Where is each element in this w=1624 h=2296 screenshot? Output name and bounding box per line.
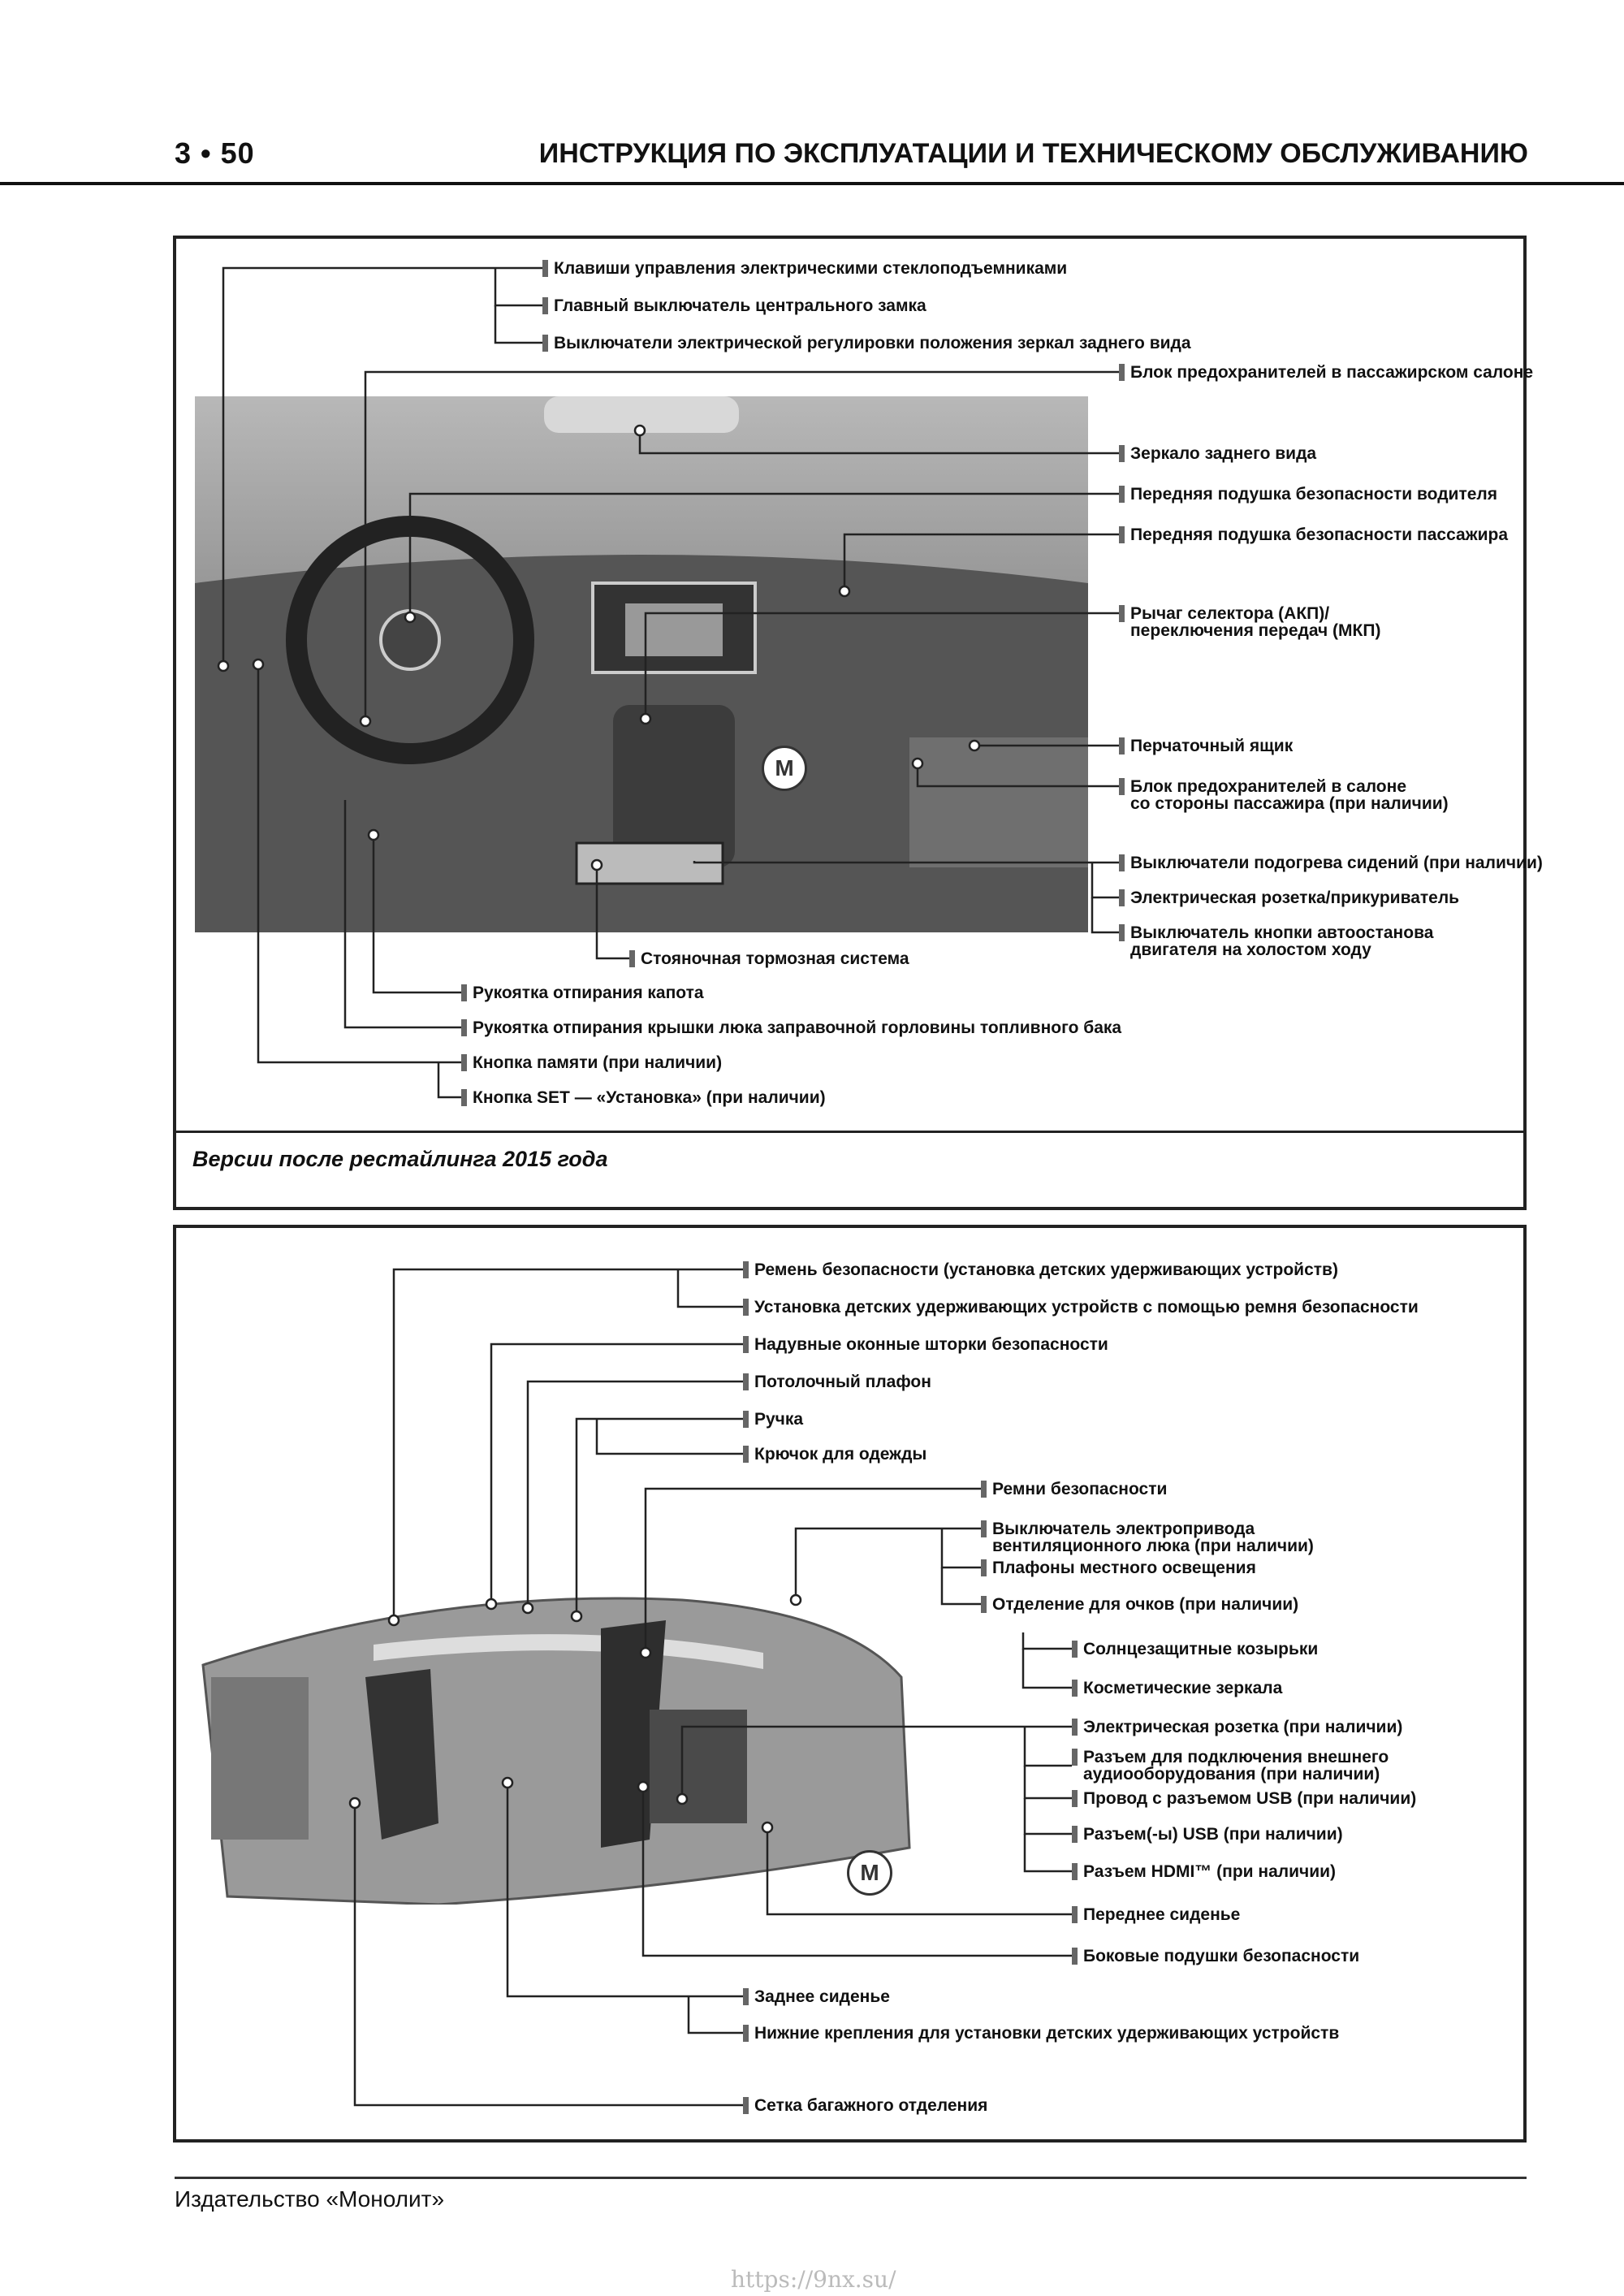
label-accessory-outlet: Электрическая розетка (при наличии) — [1072, 1719, 1402, 1736]
cabin-illustration — [201, 1597, 911, 1905]
label-seatbelt-child-seat: Ремень безопасности (установка детских у… — [743, 1261, 1338, 1278]
label-window-switches: Клавиши управления электрическими стекло… — [542, 260, 1067, 277]
publisher-name: Издательство «Монолит» — [175, 2186, 445, 2212]
label-coat-hook: Крючок для одежды — [743, 1446, 926, 1463]
label-usb-ports: Разъем(-ы) USB (при наличии) — [1072, 1826, 1343, 1843]
page-number: 3 • 50 — [175, 136, 255, 170]
label-passenger-airbag: Передняя подушка безопасности пассажира — [1119, 526, 1508, 543]
label-seat-heater-switches: Выключатели подогрева сидений (при налич… — [1119, 854, 1543, 871]
label-front-seat: Переднее сиденье — [1072, 1906, 1240, 1923]
label-child-seat-belt-install: Установка детских удерживающих устройств… — [743, 1299, 1419, 1316]
source-url[interactable]: https://9nx.su/ — [731, 2266, 896, 2293]
label-power-outlet: Электрическая розетка/прикуриватель — [1119, 889, 1459, 906]
label-rear-seat: Заднее сиденье — [743, 1988, 890, 2005]
publisher-logo-2 — [847, 1850, 892, 1896]
label-sunglasses-holder: Отделение для очков (при наличии) — [981, 1596, 1298, 1613]
label-side-airbags: Боковые подушки безопасности — [1072, 1948, 1359, 1965]
label-fuse-box-passenger: Блок предохранителей в салоне со стороны… — [1119, 778, 1449, 812]
panel-caption: Версии после рестайлинга 2015 года — [192, 1147, 608, 1171]
label-glovebox: Перчаточный ящик — [1119, 737, 1293, 755]
label-sunroof-switch: Выключатель электропривода вентиляционно… — [981, 1520, 1314, 1554]
footer-divider — [175, 2177, 1527, 2179]
label-cargo-net: Сетка багажного отделения — [743, 2097, 987, 2114]
label-lower-anchors: Нижние крепления для установки детских у… — [743, 2025, 1339, 2042]
cabin-photo — [195, 1580, 926, 1905]
label-set-button: Кнопка SET — «Установка» (при наличии) — [461, 1089, 826, 1106]
label-parking-brake: Стояночная тормозная система — [629, 950, 909, 967]
dashboard-diagram-panel — [173, 236, 1527, 1210]
label-fuse-box-cabin: Блок предохранителей в пассажирском сало… — [1119, 364, 1533, 381]
label-curtain-airbags: Надувные оконные шторки безопасности — [743, 1336, 1108, 1353]
label-memory-button: Кнопка памяти (при наличии) — [461, 1054, 722, 1071]
caption-divider — [173, 1131, 1527, 1133]
label-central-lock: Главный выключатель центрального замка — [542, 297, 926, 314]
page-title: ИНСТРУКЦИЯ ПО ЭКСПЛУАТАЦИИ И ТЕХНИЧЕСКОМ… — [538, 138, 1528, 169]
label-ceiling-light: Потолочный плафон — [743, 1373, 931, 1390]
dashboard-photo — [195, 396, 1088, 932]
label-hdmi-port: Разъем HDMI™ (при наличии) — [1072, 1863, 1336, 1880]
label-rearview-mirror: Зеркало заднего вида — [1119, 445, 1316, 462]
label-grab-handle: Ручка — [743, 1411, 803, 1428]
label-hood-release: Рукоятка отпирания капота — [461, 984, 704, 1001]
cabin-diagram-panel — [173, 1225, 1527, 2143]
label-sun-visors: Солнцезащитные козырьки — [1072, 1641, 1318, 1658]
label-gear-selector: Рычаг селектора (АКП)/ переключения пере… — [1119, 605, 1380, 639]
dashboard-illustration — [195, 396, 1088, 932]
header-divider — [0, 182, 1624, 185]
label-seat-belts: Ремни безопасности — [981, 1481, 1167, 1498]
label-fuel-door-release: Рукоятка отпирания крышки люка заправочн… — [461, 1019, 1121, 1036]
label-mirror-switches: Выключатели электрической регулировки по… — [542, 335, 1191, 352]
label-aux-input: Разъем для подключения внешнего аудиообо… — [1072, 1749, 1389, 1783]
publisher-logo — [762, 746, 807, 791]
label-idle-stop-switch: Выключатель кнопки автоостанова двигател… — [1119, 924, 1433, 958]
label-usb-cable: Провод с разъемом USB (при наличии) — [1072, 1790, 1416, 1807]
label-vanity-mirrors: Косметические зеркала — [1072, 1680, 1282, 1697]
label-map-lights: Плафоны местного освещения — [981, 1559, 1256, 1576]
label-driver-airbag: Передняя подушка безопасности водителя — [1119, 486, 1497, 503]
